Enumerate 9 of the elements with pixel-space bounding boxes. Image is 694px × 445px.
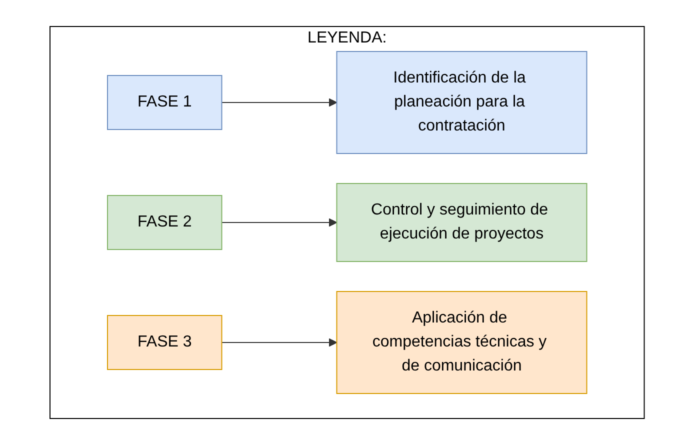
node-box: FASE 2 [106,195,222,250]
arrow [221,338,338,347]
arrow [221,98,338,107]
node-box: FASE 3 [106,315,222,370]
node-box: Aplicación de competencias técnicas y de comunicación [336,291,588,394]
node-box: Control y seguimiento de ejecución de proyectos [336,183,588,262]
node-box: Identificación de la planeación para la contratación [336,51,588,154]
node-box: FASE 1 [106,75,222,130]
arrow [221,218,338,227]
